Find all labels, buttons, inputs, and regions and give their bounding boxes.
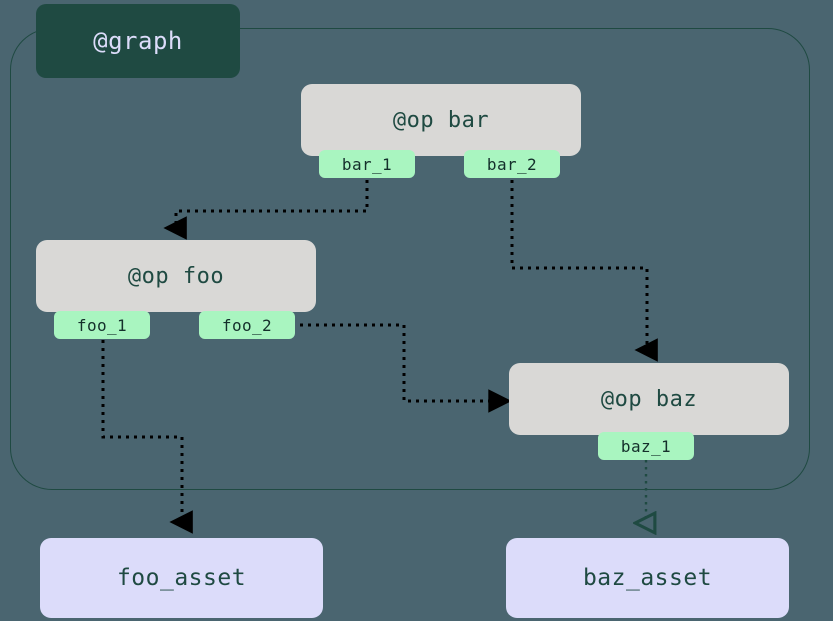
graph-label[interactable]: @graph [36, 4, 240, 78]
op-node-baz[interactable]: @op baz [509, 363, 789, 435]
op-node-baz-title: @op baz [600, 386, 698, 412]
port-bar-1[interactable]: bar_1 [319, 150, 415, 178]
asset-node-foo-asset[interactable]: foo_asset [40, 538, 323, 618]
asset-node-baz-asset[interactable]: baz_asset [506, 538, 789, 618]
graph-container [10, 28, 810, 490]
port-foo-1[interactable]: foo_1 [54, 311, 150, 339]
op-node-foo[interactable]: @op foo [36, 240, 316, 312]
op-node-bar-title: @op bar [392, 107, 490, 133]
port-foo-2[interactable]: foo_2 [199, 311, 295, 339]
op-node-bar[interactable]: @op bar [301, 84, 581, 156]
port-bar-2[interactable]: bar_2 [464, 150, 560, 178]
port-baz-1[interactable]: baz_1 [598, 432, 694, 460]
op-node-foo-title: @op foo [127, 263, 225, 289]
